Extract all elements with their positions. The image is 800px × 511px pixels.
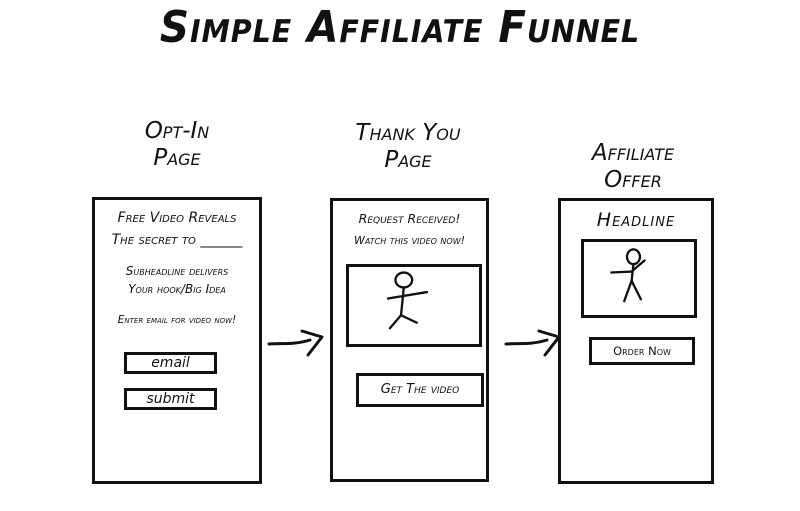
stage-label-line1: Thank You	[355, 120, 461, 146]
video-player[interactable]	[581, 239, 697, 318]
email-field[interactable]: email	[124, 352, 217, 374]
stage-label-affiliate-offer: Affiliate Offer	[548, 140, 718, 194]
video-player[interactable]	[346, 264, 482, 347]
stage-label-opt-in: Opt-In Page	[92, 118, 262, 172]
stage-label-thank-you: Thank You Page	[318, 120, 498, 174]
opt-in-headline-line2: The secret to ______	[111, 232, 243, 248]
thank-you-page-panel: Request Received! Watch this video now! …	[330, 198, 489, 482]
opt-in-subheadline-line1: Subheadline delivers	[125, 264, 229, 278]
opt-in-headline-line1: Free Video Reveals	[117, 210, 237, 226]
arrow-right-icon	[267, 329, 324, 357]
thank-you-headline-line1: Request Received!	[358, 211, 461, 226]
opt-in-page-panel: Free Video Reveals The secret to ______ …	[92, 197, 262, 484]
stage-label-line1: Affiliate	[591, 140, 675, 166]
opt-in-subheadline-line2: Your hook/Big Idea	[128, 282, 226, 296]
opt-in-instruction: Enter email for video now!	[117, 314, 237, 326]
stage-label-line1: Opt-In	[144, 118, 210, 144]
thank-you-headline-line2: Watch this video now!	[353, 234, 466, 247]
get-the-video-button[interactable]: Get The video	[356, 373, 484, 407]
stick-figure-icon	[386, 271, 429, 330]
diagram-title: Simple Affiliate Funnel	[159, 2, 641, 53]
stage-label-line2: Page	[384, 147, 432, 173]
submit-button[interactable]: submit	[124, 388, 217, 410]
affiliate-headline: Headline	[596, 209, 676, 231]
stick-figure-icon	[610, 248, 646, 303]
stage-label-line2: Page	[153, 145, 201, 171]
order-now-button[interactable]: Order Now	[589, 337, 695, 365]
arrow-right-icon	[504, 329, 561, 357]
affiliate-offer-panel: Headline Order Now	[558, 198, 714, 484]
stage-label-line2: Offer	[604, 167, 662, 193]
